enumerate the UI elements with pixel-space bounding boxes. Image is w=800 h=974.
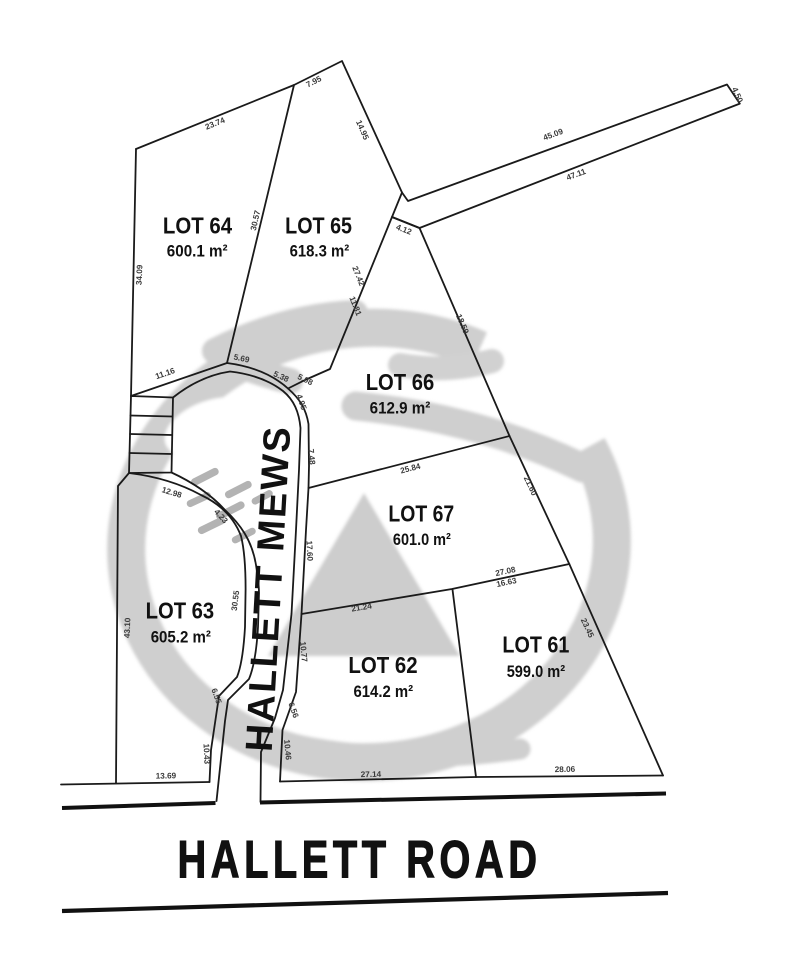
- svg-text:LOT 62: LOT 62: [348, 652, 417, 678]
- svg-text:618.3 m²: 618.3 m²: [290, 243, 350, 261]
- svg-text:10.46: 10.46: [282, 739, 293, 761]
- svg-text:LOT 61: LOT 61: [502, 631, 569, 657]
- svg-text:612.9 m²: 612.9 m²: [370, 400, 431, 418]
- svg-text:LOT 67: LOT 67: [388, 500, 454, 526]
- svg-text:614.2 m²: 614.2 m²: [354, 683, 414, 701]
- svg-text:21.24: 21.24: [351, 601, 373, 613]
- svg-text:7.48: 7.48: [306, 448, 317, 465]
- svg-text:10.43: 10.43: [201, 743, 211, 764]
- svg-text:16.63: 16.63: [496, 576, 518, 589]
- svg-text:LOT 63: LOT 63: [146, 598, 215, 624]
- svg-text:LOT 65: LOT 65: [285, 213, 352, 239]
- svg-text:13.69: 13.69: [156, 771, 177, 780]
- svg-text:5.69: 5.69: [233, 352, 251, 364]
- svg-text:LOT 66: LOT 66: [366, 369, 435, 395]
- svg-text:599.0 m²: 599.0 m²: [507, 663, 566, 681]
- svg-text:28.06: 28.06: [555, 765, 576, 774]
- svg-text:30.55: 30.55: [230, 590, 241, 612]
- svg-text:27.08: 27.08: [495, 565, 517, 578]
- svg-text:34.09: 34.09: [134, 264, 144, 285]
- svg-text:27.14: 27.14: [361, 770, 382, 779]
- svg-text:43.10: 43.10: [123, 617, 133, 638]
- svg-text:601.0 m²: 601.0 m²: [393, 531, 451, 549]
- svg-text:HALLETT ROAD: HALLETT ROAD: [178, 831, 542, 890]
- svg-text:17.60: 17.60: [304, 540, 314, 561]
- svg-text:600.1 m²: 600.1 m²: [167, 243, 228, 261]
- svg-text:605.2 m²: 605.2 m²: [151, 628, 212, 646]
- svg-text:LOT 64: LOT 64: [163, 213, 232, 239]
- svg-text:10.77: 10.77: [298, 641, 309, 663]
